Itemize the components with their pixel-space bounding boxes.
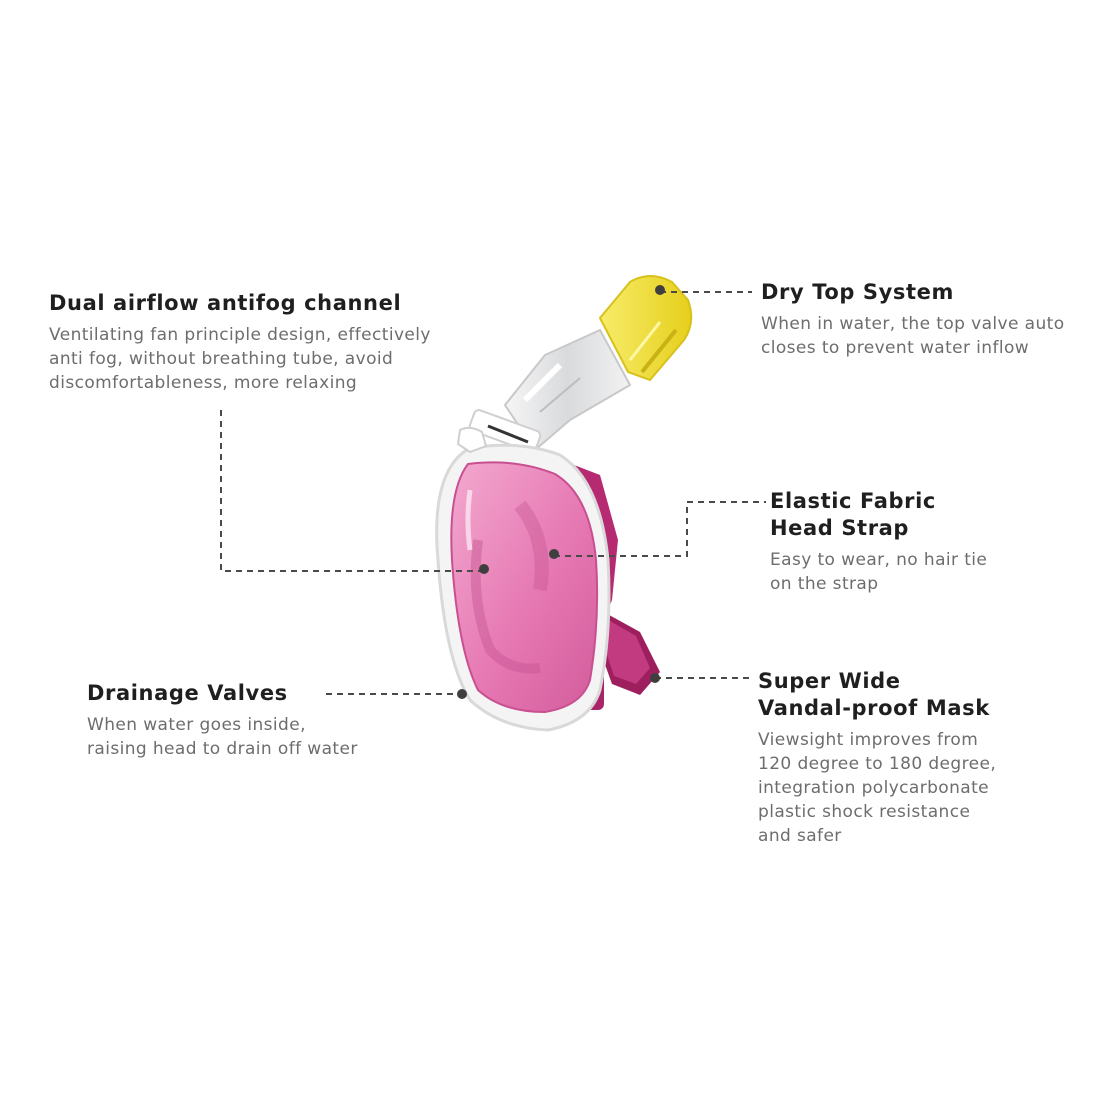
- feature-widemask-desc: Viewsight improves from 120 degree to 18…: [758, 728, 1078, 848]
- feature-drainage: Drainage Valves When water goes inside, …: [87, 680, 417, 761]
- mask-lens: [450, 461, 599, 714]
- feature-strap-desc-line: on the strap: [770, 574, 879, 594]
- feature-antifog-desc-line: Ventilating fan principle design, effect…: [49, 325, 431, 345]
- snorkel-tube: [468, 328, 632, 453]
- feature-antifog: Dual airflow antifog channel Ventilating…: [49, 290, 469, 395]
- feature-strap-title-line: Elastic Fabric: [770, 489, 936, 513]
- dot-drytop: [655, 285, 665, 295]
- feature-widemask-title: Super Wide Vandal-proof Mask: [758, 668, 1078, 722]
- feature-widemask-desc-line: 120 degree to 180 degree,: [758, 754, 997, 774]
- feature-drytop: Dry Top System When in water, the top va…: [761, 279, 1091, 360]
- dot-drainage: [457, 689, 467, 699]
- feature-strap-desc-line: Easy to wear, no hair tie: [770, 550, 988, 570]
- feature-antifog-desc: Ventilating fan principle design, effect…: [49, 323, 469, 395]
- leader-dots: [457, 285, 665, 699]
- leader-strap: [554, 501, 766, 557]
- dot-strap: [549, 549, 559, 559]
- feature-widemask-desc-line: integration polycarbonate: [758, 778, 990, 798]
- feature-drytop-desc-line: When in water, the top valve auto: [761, 314, 1065, 334]
- feature-strap-title-line: Head Strap: [770, 516, 910, 540]
- dot-widemask: [650, 673, 660, 683]
- feature-drytop-desc-line: closes to prevent water inflow: [761, 338, 1030, 358]
- feature-widemask-desc-line: and safer: [758, 826, 842, 846]
- feature-widemask: Super Wide Vandal-proof Mask Viewsight i…: [758, 668, 1078, 848]
- leader-lines: [220, 291, 766, 695]
- feature-antifog-desc-line: anti fog, without breathing tube, avoid: [49, 349, 394, 369]
- feature-antifog-title: Dual airflow antifog channel: [49, 291, 402, 315]
- feature-widemask-desc-line: Viewsight improves from: [758, 730, 979, 750]
- feature-drainage-desc-line: When water goes inside,: [87, 715, 306, 735]
- feature-strap-desc: Easy to wear, no hair tie on the strap: [770, 548, 1070, 596]
- dry-top-valve: [598, 275, 693, 382]
- feature-widemask-title-line: Vandal-proof Mask: [758, 696, 990, 720]
- dot-antifog: [479, 564, 489, 574]
- feature-widemask-desc-line: plastic shock resistance: [758, 802, 971, 822]
- feature-drainage-title: Drainage Valves: [87, 681, 288, 705]
- feature-strap: Elastic Fabric Head Strap Easy to wear, …: [770, 488, 1070, 596]
- feature-strap-title: Elastic Fabric Head Strap: [770, 488, 1070, 542]
- feature-widemask-title-line: Super Wide: [758, 669, 901, 693]
- feature-drytop-desc: When in water, the top valve auto closes…: [761, 312, 1091, 360]
- feature-drainage-desc-line: raising head to drain off water: [87, 739, 358, 759]
- feature-drainage-desc: When water goes inside, raising head to …: [87, 713, 417, 761]
- feature-drytop-title: Dry Top System: [761, 280, 954, 304]
- feature-antifog-desc-line: discomfortableness, more relaxing: [49, 373, 358, 393]
